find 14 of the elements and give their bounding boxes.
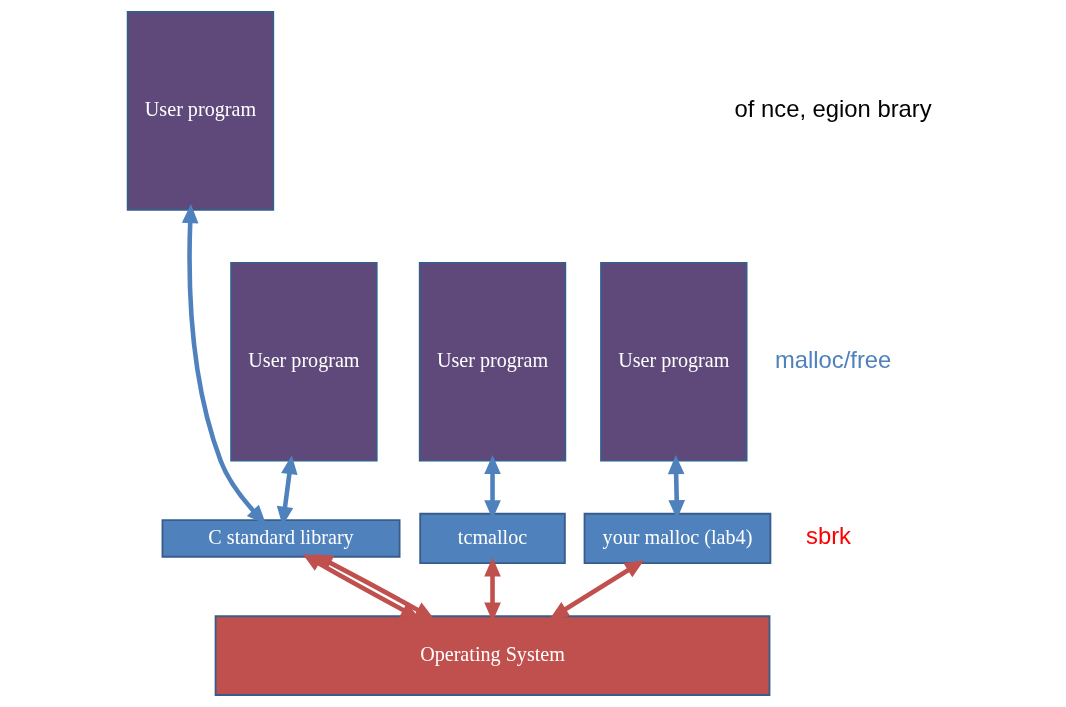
node-box: User program — [229, 261, 378, 462]
node-box: your malloc (lab4) — [583, 512, 771, 565]
arrow — [313, 554, 434, 619]
node-box: User program — [126, 11, 274, 211]
label: of nce, egion brary — [734, 94, 932, 122]
node-box: Operating System — [214, 615, 770, 696]
label: malloc/free — [774, 345, 891, 373]
arrow — [549, 560, 644, 620]
label: sbrk — [805, 522, 851, 550]
node-box: C standard library — [161, 519, 400, 558]
node-box: tcmalloc — [418, 512, 566, 565]
arrow — [302, 554, 420, 619]
node-box: User program — [418, 261, 566, 462]
node-box: User program — [599, 261, 747, 462]
